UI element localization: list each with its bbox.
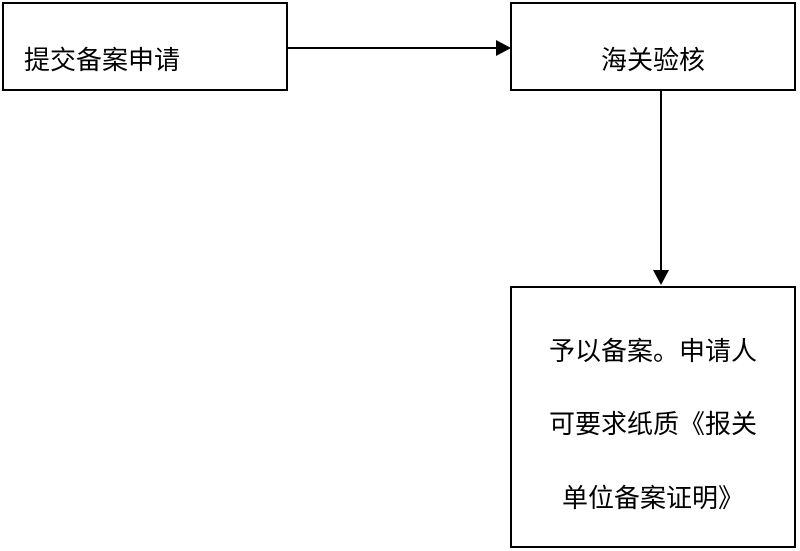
node-registration-result-line-2: 可要求纸质《报关 xyxy=(548,410,757,440)
node-customs-verification-label: 海关验核 xyxy=(600,46,705,76)
node-customs-verification: 海关验核 xyxy=(510,2,796,91)
arrow-submit-to-verify-head xyxy=(496,40,511,56)
arrow-verify-to-result-head xyxy=(653,270,669,285)
node-registration-result-line-1: 予以备案。申请人 xyxy=(548,337,757,367)
node-registration-result: 予以备案。申请人 可要求纸质《报关 单位备案证明》 xyxy=(510,286,796,548)
node-submit-application-label: 提交备案申请 xyxy=(24,46,181,76)
node-submit-application: 提交备案申请 xyxy=(2,2,288,91)
node-registration-result-line-3: 单位备案证明》 xyxy=(561,484,744,514)
